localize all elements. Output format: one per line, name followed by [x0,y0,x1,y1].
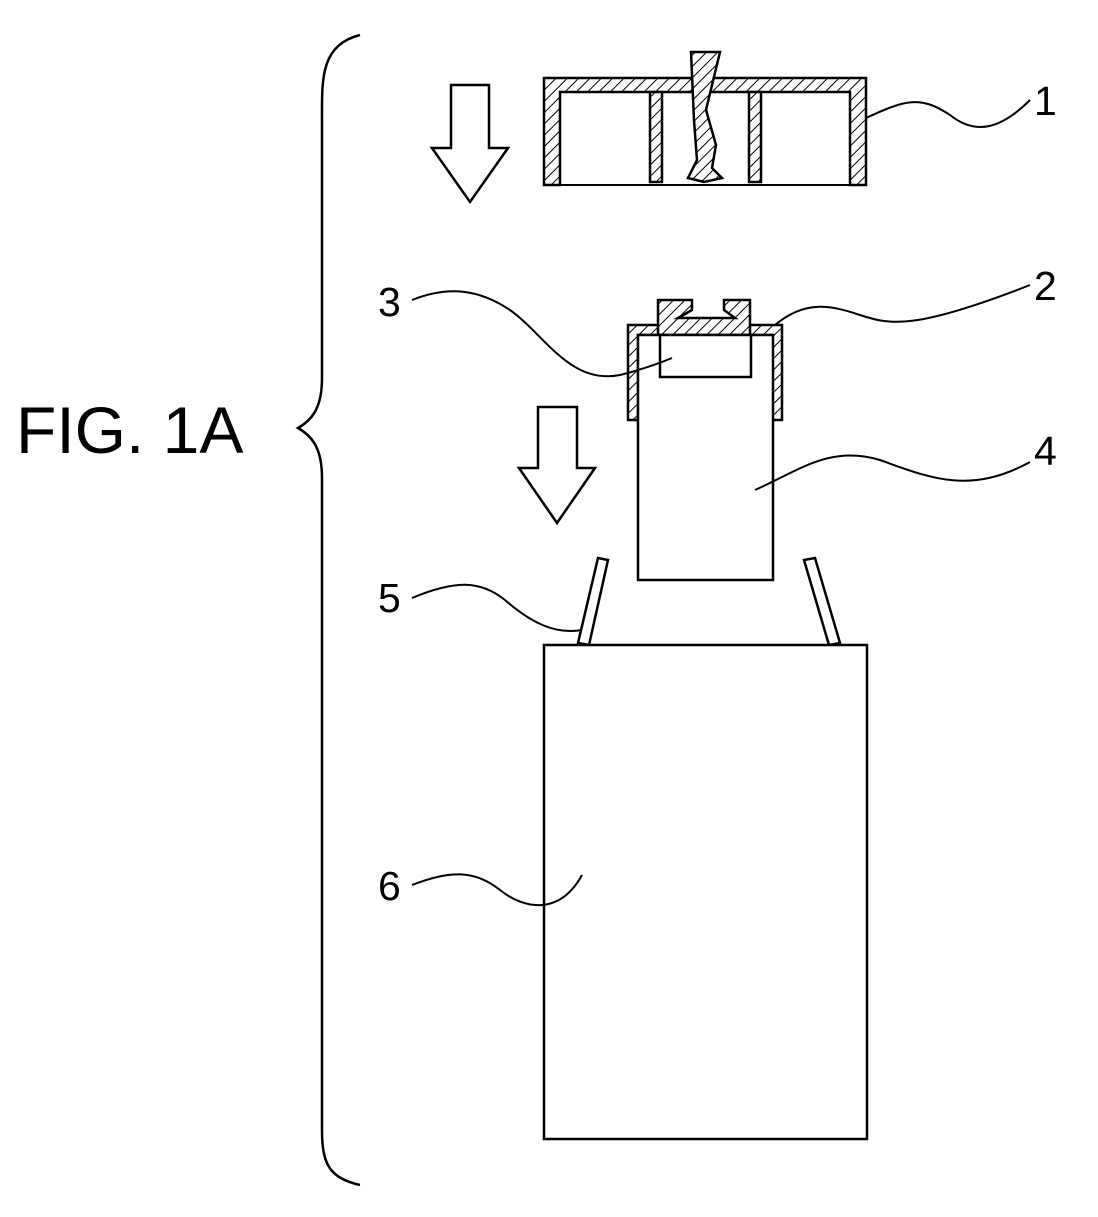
grouping-brace [298,35,360,1185]
down-arrow-top [432,85,508,202]
part-3-insert [660,335,751,377]
part-6-body [544,645,867,1139]
ref-numeral-4: 4 [1034,428,1057,474]
part-1-cap [544,52,866,185]
down-arrow-middle [519,407,595,523]
ref-numeral-2: 2 [1034,263,1057,309]
ref-numeral-1: 1 [1034,78,1057,124]
ref-numeral-6: 6 [378,863,401,909]
ref-numeral-5: 5 [378,575,401,621]
ref-numeral-3: 3 [378,279,401,325]
figure-title: FIG. 1A [16,393,243,467]
